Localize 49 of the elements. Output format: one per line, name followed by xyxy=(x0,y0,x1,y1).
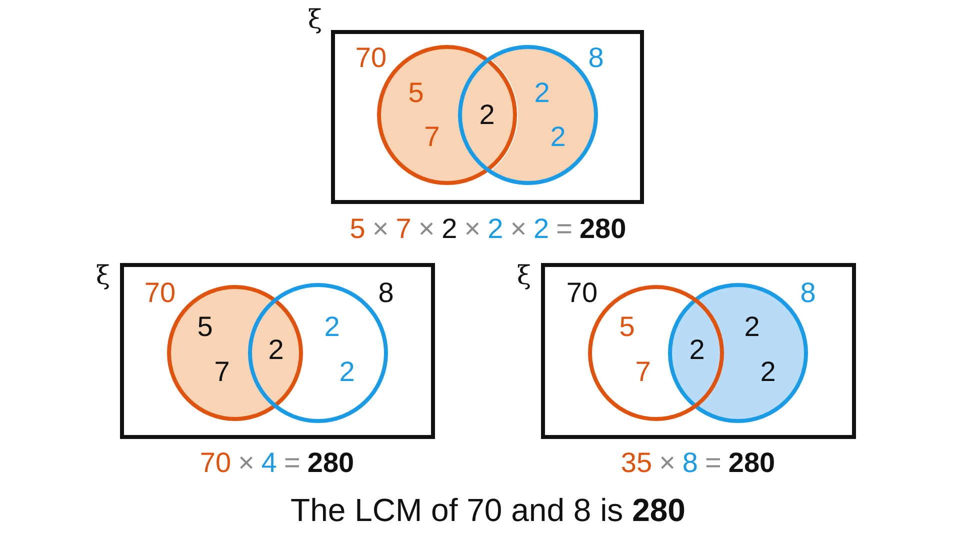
set-element-number: 2 xyxy=(760,358,776,386)
set-label: 70 xyxy=(144,279,176,307)
set-element-number: 5 xyxy=(619,313,635,341)
set-element-number: 5 xyxy=(408,79,424,107)
set-element-number: 2 xyxy=(324,313,340,341)
equation-term: 2 xyxy=(442,215,458,243)
set-label: 8 xyxy=(588,44,604,72)
universal-set-symbol: ξ xyxy=(516,263,532,289)
equation-term: = xyxy=(705,449,722,477)
universal-set-symbol: ξ xyxy=(96,263,110,289)
set-element-number: 7 xyxy=(635,358,651,386)
set-element-number: 2 xyxy=(479,101,495,129)
set-element-number: 2 xyxy=(339,358,355,386)
set-label: 8 xyxy=(378,279,394,307)
equation-term: 8 xyxy=(682,449,698,477)
equation-term: 2 xyxy=(534,215,550,243)
set-element-number: 5 xyxy=(197,313,213,341)
equation-term: 35 xyxy=(620,449,652,477)
universal-set-frame xyxy=(120,263,435,439)
equation-term: = xyxy=(284,449,300,477)
set-label: 8 xyxy=(800,279,816,307)
equation-term: = xyxy=(556,215,572,243)
equation-term: × xyxy=(659,449,676,477)
set-element-number: 2 xyxy=(550,123,566,151)
set-element-number: 2 xyxy=(689,336,705,364)
equation-term: 280 xyxy=(728,449,776,477)
set-element-number: 7 xyxy=(424,123,440,151)
set-element-number: 7 xyxy=(214,358,230,386)
equation-term: 4 xyxy=(261,449,277,477)
equation-term: × xyxy=(418,215,435,243)
equation-term: × xyxy=(510,215,527,243)
set-label: 70 xyxy=(566,279,598,307)
universal-set-frame xyxy=(541,263,856,439)
universal-set-frame xyxy=(331,30,644,204)
universal-set-symbol: ξ xyxy=(308,7,322,33)
equation-term: × xyxy=(464,215,481,243)
conclusion-text: The LCM of 70 and 8 is 280 xyxy=(290,494,686,526)
set-element-number: 2 xyxy=(268,336,284,364)
equation-term: 7 xyxy=(396,215,412,243)
set-element-number: 2 xyxy=(744,313,760,341)
set-element-number: 2 xyxy=(534,79,550,107)
set-label: 70 xyxy=(355,44,387,72)
equation-term: × xyxy=(372,215,389,243)
equation-term: × xyxy=(238,449,254,477)
equation-term: 5 xyxy=(350,215,366,243)
equation-term: 2 xyxy=(488,215,504,243)
equation-term: 70 xyxy=(200,449,232,477)
equation-term: 280 xyxy=(307,449,354,477)
equation-term: 280 xyxy=(579,215,626,243)
